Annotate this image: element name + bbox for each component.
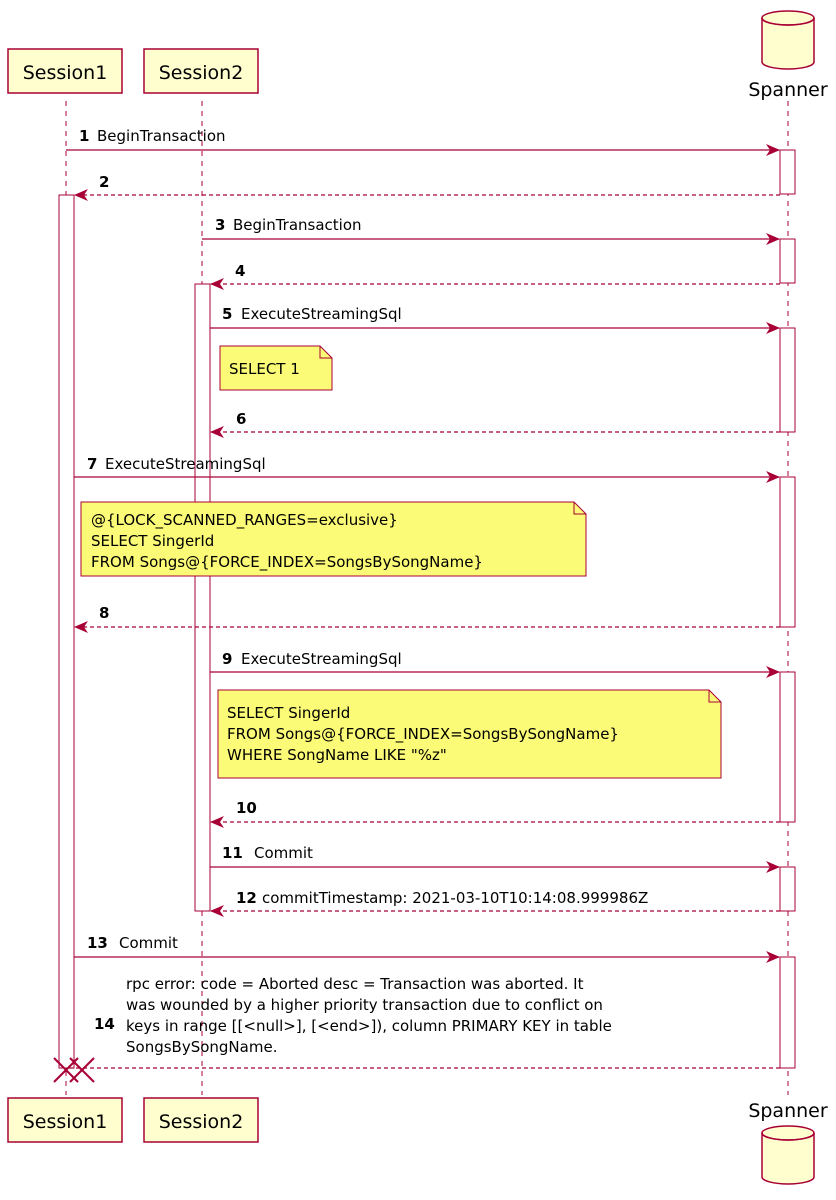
svg-text:SELECT SingerId: SELECT SingerId: [91, 532, 214, 550]
message-3-number: 3: [215, 216, 225, 234]
note-select-1: SELECT 1: [219, 345, 333, 391]
svg-text:FROM Songs@{FORCE_INDEX=SongsB: FROM Songs@{FORCE_INDEX=SongsBySongName}: [91, 553, 483, 572]
message-14-label-line1: rpc error: code = Aborted desc = Transac…: [126, 975, 584, 993]
participant-session1-top: Session1: [7, 48, 123, 94]
message-12-label: commitTimestamp: 2021-03-10T10:14:08.999…: [262, 889, 648, 907]
message-5-number: 5: [222, 305, 232, 323]
message-2-number: 2: [99, 173, 109, 191]
message-7-number: 7: [87, 455, 97, 473]
message-9-number: 9: [222, 650, 232, 668]
message-13-label: Commit: [119, 934, 178, 952]
database-icon: [761, 1133, 815, 1185]
svg-text:Session1: Session1: [23, 62, 108, 84]
activations: [58, 149, 796, 1069]
messages: [66, 144, 780, 1069]
message-14-label-line3: keys in range [[<null>], [<end>]), colum…: [126, 1017, 612, 1035]
message-10-number: 10: [236, 799, 257, 817]
activation-spanner-7: [779, 956, 796, 1069]
svg-text:@{LOCK_SCANNED_RANGES=exclusiv: @{LOCK_SCANNED_RANGES=exclusive}: [91, 511, 398, 530]
message-7-label: ExecuteStreamingSql: [105, 455, 266, 473]
message-1-label: BeginTransaction: [97, 127, 226, 145]
message-13-number: 13: [87, 934, 108, 952]
svg-text:Session2: Session2: [159, 62, 244, 84]
message-12-number: 12: [236, 889, 257, 907]
activation-spanner-5: [779, 671, 796, 823]
message-3-label: BeginTransaction: [233, 216, 362, 234]
activation-session1: [58, 194, 75, 1069]
participant-spanner-top: Spanner: [748, 10, 828, 101]
participant-spanner-bottom: Spanner: [748, 1100, 828, 1185]
destroy-x-icon: [53, 1057, 95, 1083]
message-9-label: ExecuteStreamingSql: [241, 650, 402, 668]
message-11-label: Commit: [254, 844, 313, 862]
svg-text:Spanner: Spanner: [748, 79, 828, 101]
svg-text:SELECT 1: SELECT 1: [229, 360, 300, 378]
note-lock-scanned-ranges: @{LOCK_SCANNED_RANGES=exclusive} SELECT …: [80, 501, 587, 577]
activation-session2: [194, 283, 211, 912]
message-4-number: 4: [235, 262, 245, 280]
message-1-number: 1: [79, 127, 89, 145]
message-14-label-line4: SongsBySongName.: [126, 1038, 277, 1056]
activation-spanner-3: [779, 327, 796, 433]
message-6-number: 6: [236, 410, 246, 428]
activation-spanner-4: [779, 476, 796, 628]
svg-text:Session2: Session2: [159, 1111, 244, 1133]
svg-text:FROM Songs@{FORCE_INDEX=SongsB: FROM Songs@{FORCE_INDEX=SongsBySongName}: [227, 725, 619, 744]
message-8-number: 8: [99, 604, 109, 622]
activation-spanner-1: [779, 149, 796, 195]
message-14-number: 14: [94, 1015, 115, 1033]
message-14-label-line2: was wounded by a higher priority transac…: [126, 996, 603, 1014]
participant-session2-bottom: Session2: [143, 1097, 259, 1143]
svg-text:SELECT SingerId: SELECT SingerId: [227, 704, 350, 722]
activation-spanner-2: [779, 238, 796, 284]
database-icon: [761, 18, 815, 70]
note-select-where: SELECT SingerId FROM Songs@{FORCE_INDEX=…: [217, 689, 722, 779]
svg-text:WHERE SongName LIKE "%z": WHERE SongName LIKE "%z": [227, 746, 447, 764]
svg-text:Session1: Session1: [23, 1111, 108, 1133]
activation-spanner-6: [779, 866, 796, 912]
message-11-number: 11: [222, 844, 243, 862]
participant-session1-bottom: Session1: [7, 1097, 123, 1143]
message-5-label: ExecuteStreamingSql: [241, 305, 402, 323]
svg-text:Spanner: Spanner: [748, 1100, 828, 1122]
participant-session2-top: Session2: [143, 48, 259, 94]
